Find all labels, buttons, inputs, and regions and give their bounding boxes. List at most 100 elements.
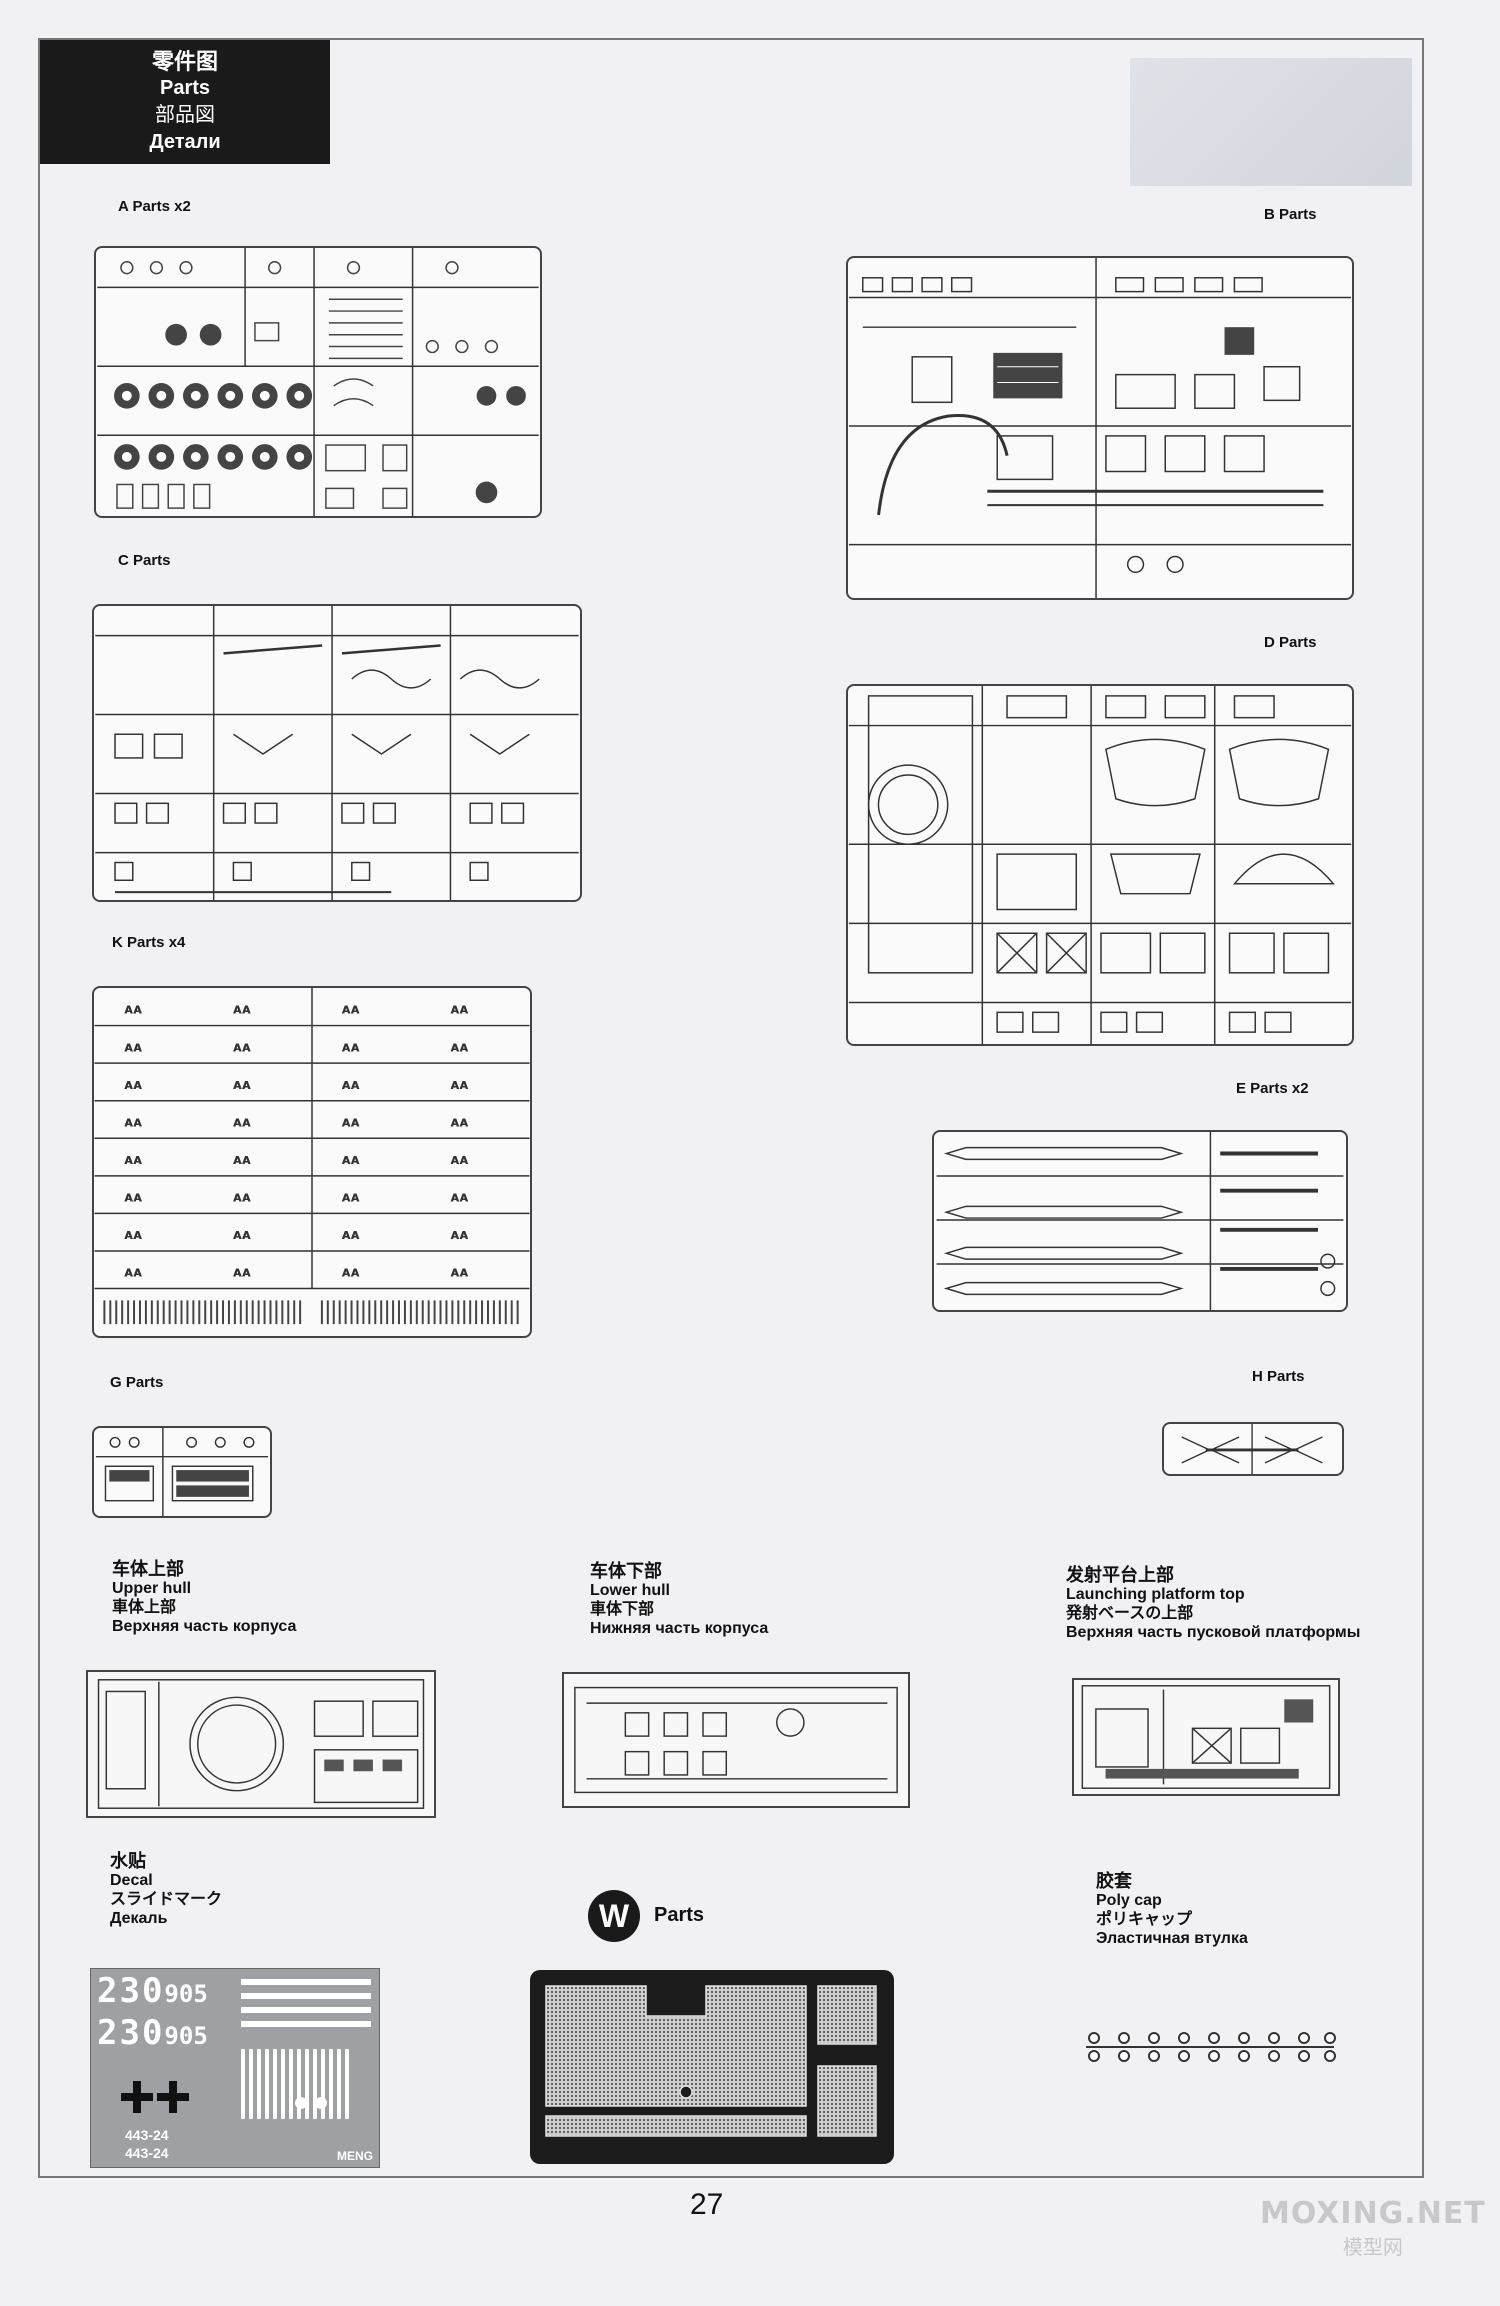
upper-hull-ru: Верхняя часть корпуса (112, 1618, 297, 1635)
polycap-ja: ポリキャップ (1096, 1911, 1193, 1928)
sprue-e-drawing (932, 1130, 1348, 1312)
svg-text:ᴀᴀ: ᴀᴀ (124, 1039, 142, 1055)
sprue-k-drawing: ᴀᴀ ᴀᴀ ᴀᴀ ᴀᴀ ᴀᴀ ᴀᴀ ᴀᴀ ᴀᴀ ᴀᴀ ᴀᴀ ᴀᴀ ᴀᴀ ᴀᴀ ᴀᴀ ᴀᴀ ᴀᴀ ᴀᴀ ᴀᴀ… (92, 986, 532, 1338)
decal-brand-logo: MENG (337, 2149, 373, 2163)
launch-top-en: Launching platform top (1066, 1586, 1245, 1603)
svg-text:ᴀᴀ: ᴀᴀ (124, 1002, 142, 1018)
upper-hull-en: Upper hull (112, 1580, 192, 1597)
svg-text:ᴀᴀ: ᴀᴀ (342, 1039, 360, 1055)
svg-text:ᴀᴀ: ᴀᴀ (233, 1227, 251, 1243)
upper-hull-title: 车体上部 Upper hull 車体上部 Верхняя часть корпу… (112, 1560, 296, 1636)
svg-text:ᴀᴀ: ᴀᴀ (450, 1002, 468, 1018)
polycap-zh: 胶套 (1096, 1871, 1132, 1891)
header-title-en: Parts (159, 77, 211, 99)
header-title-ja: 部品図 (155, 104, 215, 126)
background-ghost-print (1130, 58, 1412, 186)
sprue-h-drawing (1162, 1422, 1344, 1476)
svg-text:ᴀᴀ: ᴀᴀ (342, 1190, 360, 1206)
page-header: 零件图 Parts 部品図 Детали (40, 40, 330, 164)
watermark-line-2: 模型网 (1342, 2237, 1403, 2259)
decal-markings (121, 1979, 371, 2119)
lower-hull-ru: Нижняя часть корпуса (590, 1620, 769, 1637)
svg-text:ᴀᴀ: ᴀᴀ (233, 1265, 251, 1281)
header-title-zh: 零件图 (151, 49, 218, 74)
svg-text:ᴀᴀ: ᴀᴀ (342, 1265, 360, 1281)
polycap-title: 胶套 Poly cap ポリキャップ Эластичная втулка (1096, 1872, 1248, 1948)
upper-hull-drawing (86, 1670, 436, 1818)
sprue-b-label: B Parts (1264, 206, 1317, 223)
svg-text:ᴀᴀ: ᴀᴀ (450, 1152, 468, 1168)
svg-text:ᴀᴀ: ᴀᴀ (342, 1152, 360, 1168)
lower-hull-drawing (562, 1672, 910, 1808)
svg-text:ᴀᴀ: ᴀᴀ (233, 1190, 251, 1206)
svg-text:ᴀᴀ: ᴀᴀ (233, 1077, 251, 1093)
header-title-ru: Детали (149, 131, 221, 153)
svg-text:ᴀᴀ: ᴀᴀ (450, 1227, 468, 1243)
sprue-h-label: H Parts (1252, 1368, 1305, 1385)
svg-text:ᴀᴀ: ᴀᴀ (342, 1114, 360, 1130)
upper-hull-zh: 车体上部 (112, 1559, 184, 1579)
svg-text:ᴀᴀ: ᴀᴀ (124, 1265, 142, 1281)
decal-number-row-1: 230905 (97, 1971, 208, 2011)
photo-etch-label: Parts (654, 1904, 705, 1926)
svg-text:ᴀᴀ: ᴀᴀ (233, 1039, 251, 1055)
svg-text:ᴀᴀ: ᴀᴀ (342, 1002, 360, 1018)
decal-number-1: 230 (97, 1971, 165, 2011)
svg-text:ᴀᴀ: ᴀᴀ (233, 1114, 251, 1130)
sprue-c-label: C Parts (118, 552, 171, 569)
lower-hull-ja: 車体下部 (590, 1601, 655, 1618)
svg-text:ᴀᴀ: ᴀᴀ (342, 1227, 360, 1243)
launch-top-zh: 发射平台上部 (1066, 1565, 1174, 1585)
decal-ja: スライドマーク (110, 1891, 223, 1908)
decal-number-2-small: 905 (164, 2022, 208, 2050)
lower-hull-zh: 车体下部 (590, 1561, 662, 1581)
decal-registration-1: 443-24 (125, 2127, 169, 2143)
watermark-line-1: MOXING.NET (1260, 2196, 1486, 2231)
sprue-b-drawing (846, 256, 1354, 600)
page-number: 27 (690, 2188, 724, 2221)
svg-text:ᴀᴀ: ᴀᴀ (450, 1190, 468, 1206)
launch-top-ru: Верхняя часть пусковой платформы (1066, 1624, 1361, 1641)
svg-text:ᴀᴀ: ᴀᴀ (342, 1077, 360, 1093)
sprue-e-label: E Parts x2 (1236, 1080, 1309, 1097)
sprue-c-drawing (92, 604, 582, 902)
sprue-k-label: K Parts x4 (112, 934, 186, 951)
svg-text:ᴀᴀ: ᴀᴀ (124, 1190, 142, 1206)
polycap-en: Poly cap (1096, 1892, 1162, 1909)
sprue-a-label: A Parts x2 (118, 198, 191, 215)
decal-number-2: 230 (97, 2013, 165, 2053)
svg-text:ᴀᴀ: ᴀᴀ (124, 1152, 142, 1168)
decal-ru: Декаль (110, 1910, 168, 1927)
sprue-a-drawing (94, 246, 542, 518)
svg-text:ᴀᴀ: ᴀᴀ (450, 1039, 468, 1055)
svg-text:ᴀᴀ: ᴀᴀ (450, 1077, 468, 1093)
decal-registration-2: 443-24 (125, 2145, 169, 2161)
svg-text:ᴀᴀ: ᴀᴀ (124, 1227, 142, 1243)
svg-text:ᴀᴀ: ᴀᴀ (450, 1114, 468, 1130)
sprue-g-drawing (92, 1426, 272, 1518)
polycap-runner (1080, 2030, 1340, 2064)
svg-text:ᴀᴀ: ᴀᴀ (450, 1265, 468, 1281)
decal-number-row-2: 230905 (97, 2013, 208, 2053)
sprue-d-drawing (846, 684, 1354, 1046)
page-frame (38, 38, 1424, 2178)
decal-title: 水贴 Decal スライドマーク Декаль (110, 1852, 222, 1928)
sprue-g-label: G Parts (110, 1374, 164, 1391)
launch-top-drawing (1072, 1678, 1340, 1796)
upper-hull-ja: 車体上部 (112, 1599, 177, 1616)
site-watermark: MOXING.NET 模型网 (1260, 2196, 1486, 2260)
svg-text:ᴀᴀ: ᴀᴀ (233, 1152, 251, 1168)
decal-sheet: 230905 230905 443-24 443-24 MENG (90, 1968, 380, 2168)
lower-hull-en: Lower hull (590, 1582, 670, 1599)
launch-top-title: 发射平台上部 Launching platform top 発射ベースの上部 В… (1066, 1566, 1360, 1642)
launch-top-ja: 発射ベースの上部 (1066, 1605, 1194, 1622)
lower-hull-title: 车体下部 Lower hull 車体下部 Нижняя часть корпус… (590, 1562, 768, 1638)
svg-text:ᴀᴀ: ᴀᴀ (124, 1077, 142, 1093)
sprue-d-label: D Parts (1264, 634, 1317, 651)
svg-text:ᴀᴀ: ᴀᴀ (233, 1002, 251, 1018)
decal-en: Decal (110, 1872, 153, 1889)
decal-zh: 水贴 (110, 1851, 146, 1871)
photo-etch-fret (530, 1970, 894, 2164)
decal-number-1-small: 905 (164, 1980, 208, 2008)
photo-etch-badge: W (588, 1890, 640, 1942)
